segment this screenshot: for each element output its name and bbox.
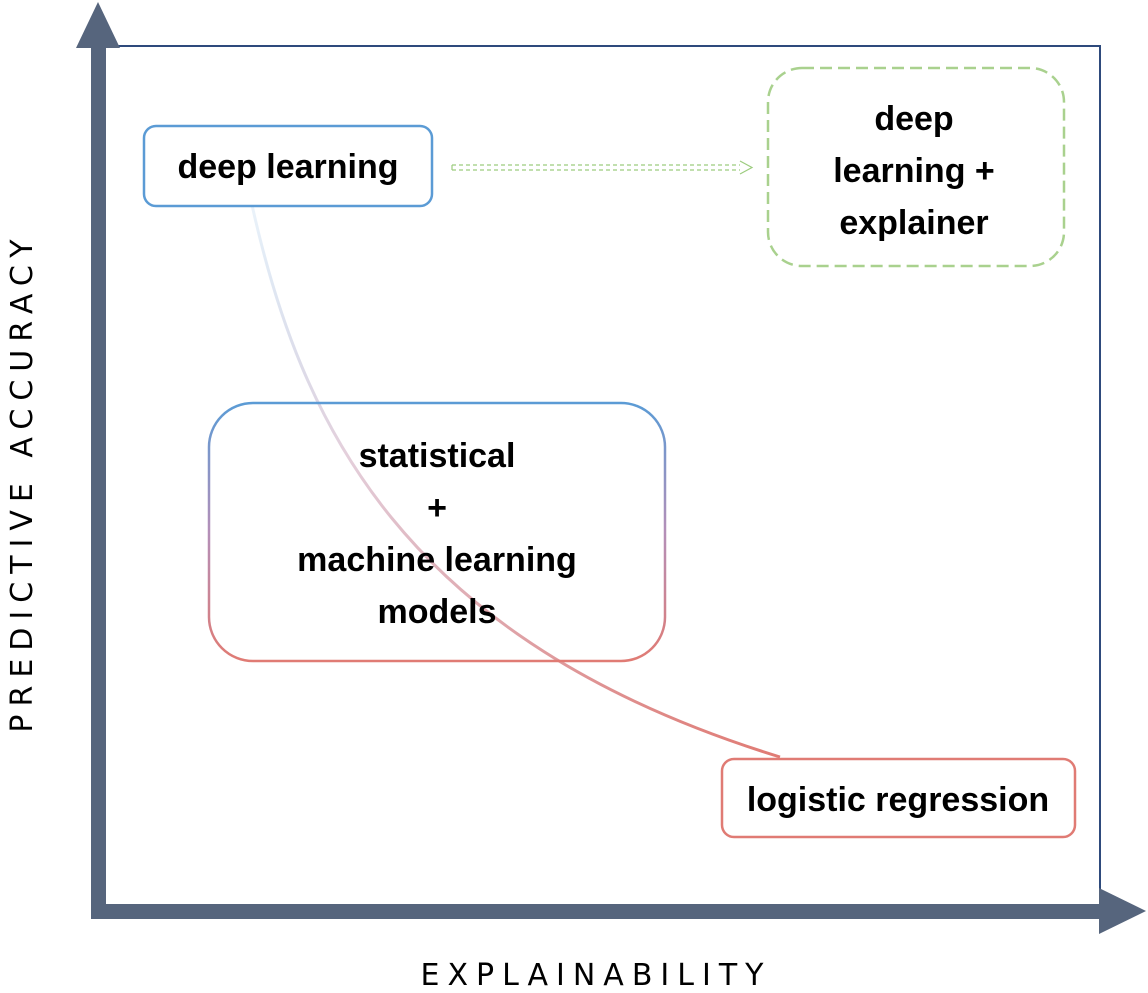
- node-statistical-ml-label-line-2: +: [427, 489, 447, 527]
- node-explainer-label-line-1: deep: [874, 100, 953, 138]
- improvement-arrow: [451, 160, 754, 175]
- node-explainer-box: [766, 66, 1066, 268]
- node-statistical-ml: statistical + machine learning models: [207, 401, 667, 663]
- x-axis-label: EXPLAINABILITY: [421, 958, 772, 993]
- node-deep-learning-box: [142, 124, 434, 208]
- y-axis-arrowhead: [76, 2, 120, 48]
- node-deep-learning-label: deep learning: [177, 148, 398, 186]
- node-deep-learning: deep learning: [142, 124, 434, 208]
- node-logistic-regression: logistic regression: [720, 757, 1077, 839]
- node-explainer-label-line-2: learning +: [833, 152, 995, 190]
- node-statistical-ml-box: [207, 401, 667, 663]
- x-axis: [91, 888, 1146, 934]
- node-logistic-regression-box: [720, 757, 1077, 839]
- x-axis-arrowhead: [1099, 888, 1146, 934]
- tradeoff-curve: [250, 204, 781, 759]
- node-statistical-ml-label-line-3: machine learning: [297, 541, 577, 579]
- node-statistical-ml-label-line-4: models: [377, 593, 496, 631]
- y-axis-label: PREDICTIVE ACCURACY: [5, 231, 40, 732]
- node-logistic-regression-label: logistic regression: [747, 781, 1049, 819]
- node-statistical-ml-label-line-1: statistical: [359, 437, 516, 475]
- y-axis: [76, 2, 120, 918]
- node-deep-learning-explainer: deep learning + explainer: [766, 66, 1066, 268]
- node-explainer-label-line-3: explainer: [839, 204, 988, 242]
